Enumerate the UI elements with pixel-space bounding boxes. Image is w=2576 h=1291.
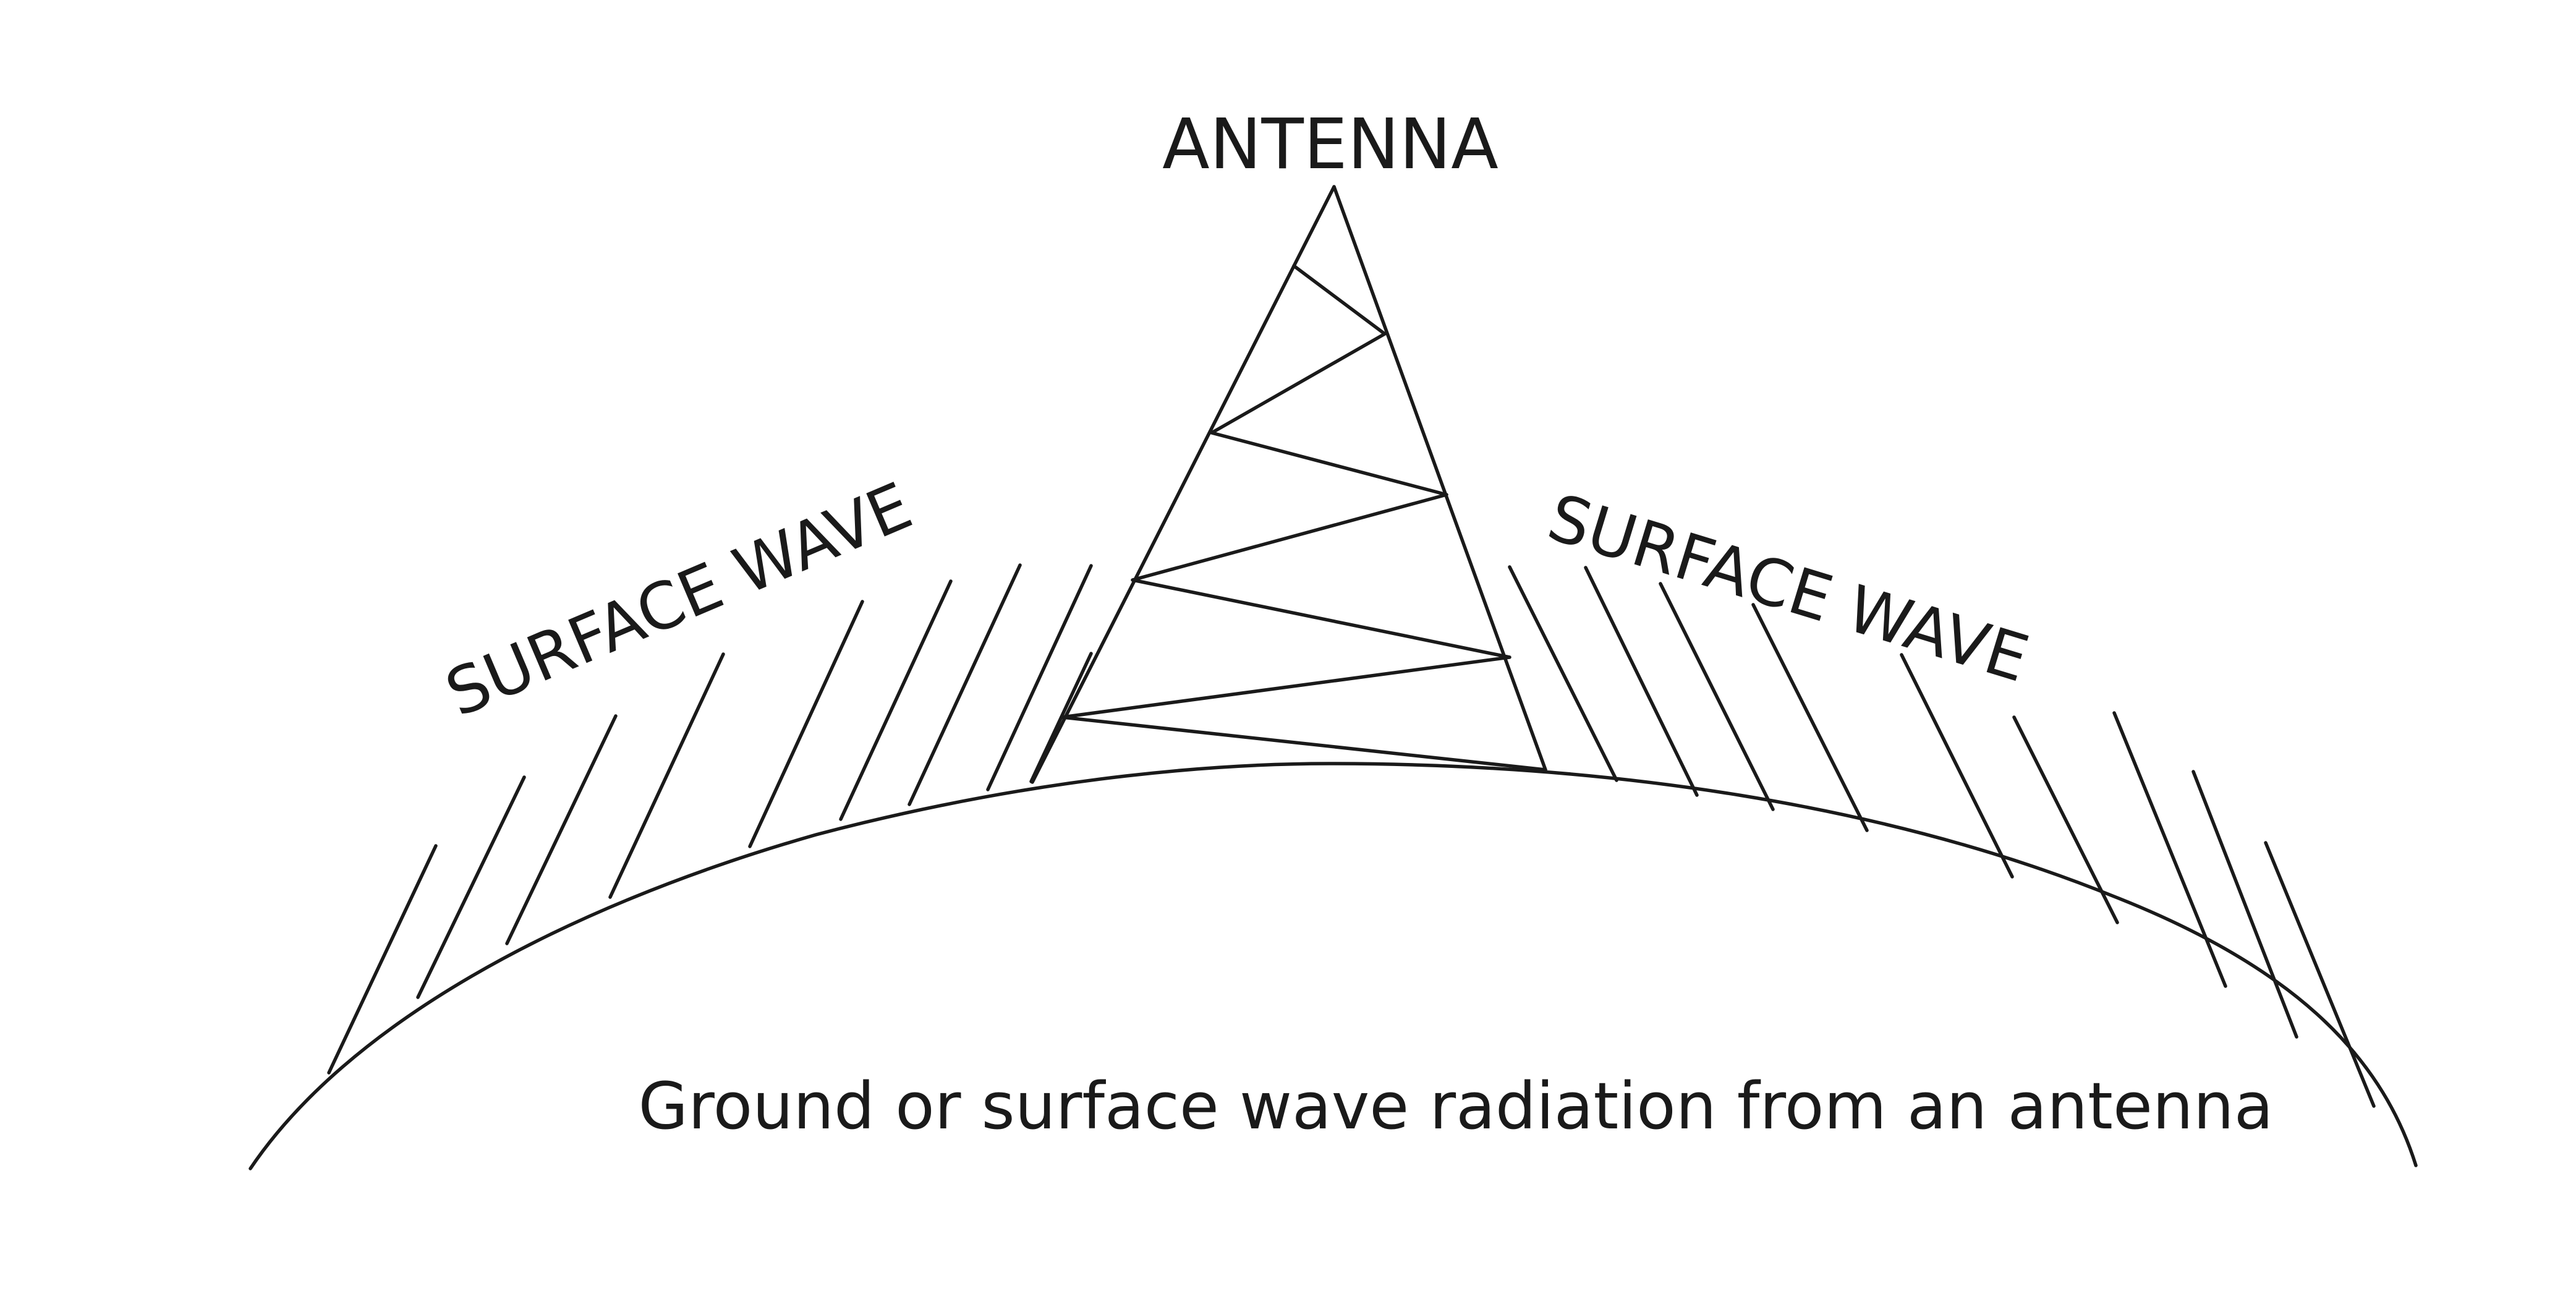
antenna-right-leg [1332,185,1547,772]
left-wave-line [416,775,526,999]
right-wave-line [1751,603,1869,832]
right-wave-line [1584,566,1699,797]
left-surface-wave-label: SURFACE WAVE [435,468,922,731]
right-wave-line [2191,770,2298,1039]
antenna-left-leg [1031,185,1336,784]
right-wave-line [1900,653,2014,879]
antenna-label: ANTENNA [1162,104,1498,185]
right-wave-line [2264,841,2376,1108]
left-wave-line [1029,652,1093,783]
right-wave-line [1659,582,1775,811]
left-wave-line [986,564,1093,791]
left-wave-line [505,714,618,945]
antenna-lattice [1060,264,1547,772]
left-wave-line [748,600,864,848]
left-wave-line [908,563,1022,806]
left-surface-wave-lines [327,563,1093,1075]
left-wave-line [839,579,953,821]
diagram-caption: Ground or surface wave radiation from an… [639,1068,2274,1144]
right-wave-line [2112,711,2227,988]
right-wave-line [1508,565,1618,782]
left-wave-line [608,652,725,899]
right-wave-line [2012,715,2119,924]
right-surface-wave-lines [1508,565,2376,1108]
right-surface-wave-label: SURFACE WAVE [1540,479,2037,697]
antenna-tower [1031,185,1547,784]
left-wave-line [327,844,438,1075]
